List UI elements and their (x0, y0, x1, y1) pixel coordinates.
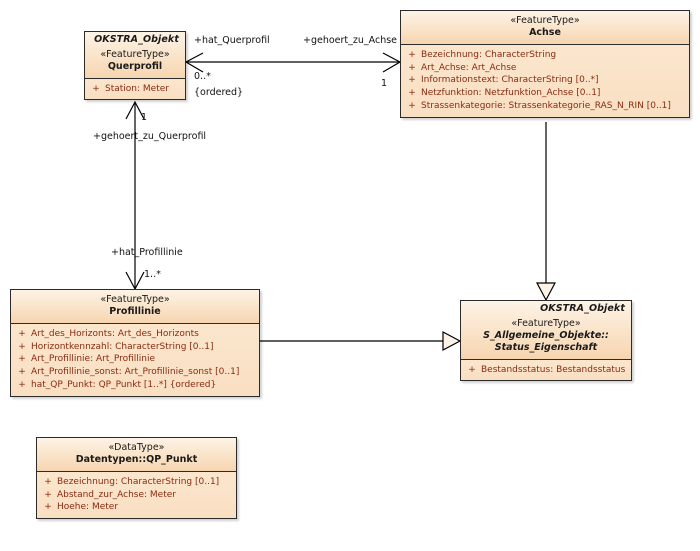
generalization-achse-status-eigenschaft (536, 122, 556, 302)
attribute-row: + Bestandsstatus: Bestandsstatus (463, 364, 629, 377)
compartment-divider (85, 77, 185, 79)
compartment-divider (461, 358, 631, 360)
attribute-row: + Strassenkategorie: Strassenkategorie_R… (403, 100, 687, 113)
attribute-row: + Bezeichnung: CharacterString [0..1] (39, 476, 234, 489)
attribute-visibility: + (44, 476, 52, 487)
attribute-visibility: + (408, 62, 416, 73)
attribute-text: Bestandsstatus: Bestandsstatus (481, 364, 626, 375)
generalization-profillinie-status-eigenschaft (260, 331, 462, 351)
attribute-row: + Horizontkennzahl: CharacterString [0..… (13, 341, 257, 354)
association-label-hat-profillinie: +hat_Profillinie (111, 247, 183, 258)
association-multiplicity-gehoert-zu-querprofil: 1 (141, 112, 148, 123)
class-name-status-eigenschaft: Status_Eigenschaft (494, 341, 598, 353)
attribute-visibility: + (92, 83, 100, 94)
class-stereotype-status-eigenschaft: «FeatureType» (511, 317, 581, 329)
class-attributes-qp-punkt: + Bezeichnung: CharacterString [0..1] + … (37, 471, 236, 519)
attribute-row: + Station: Meter (87, 83, 183, 96)
attribute-visibility: + (18, 379, 26, 390)
class-owner-status-eigenschaft: OKSTRA_Objekt (540, 303, 625, 314)
attribute-text: hat_QP_Punkt: QP_Punkt [1..*] {ordered} (31, 379, 217, 390)
compartment-divider (11, 322, 259, 324)
attribute-visibility: + (18, 328, 26, 339)
class-header-querprofil: OKSTRA_Objekt «FeatureType» Querprofil (85, 32, 185, 78)
attribute-row: + Bezeichnung: CharacterString (403, 49, 687, 62)
attribute-visibility: + (408, 75, 416, 86)
association-multiplicity-hat-querprofil: 0..* (194, 71, 211, 82)
class-header-achse: «FeatureType» Achse (401, 11, 689, 44)
attribute-visibility: + (44, 502, 52, 513)
class-name-qp-punkt: Datentypen::QP_Punkt (75, 453, 198, 465)
attribute-visibility: + (468, 364, 476, 375)
attribute-row: + Informationstext: CharacterString [0..… (403, 74, 687, 87)
class-name-profillinie: Profillinie (109, 305, 161, 317)
class-name-querprofil: Querprofil (107, 60, 163, 72)
association-label-gehoert-zu-querprofil: +gehoert_zu_Querprofil (93, 131, 207, 142)
attribute-text: Abstand_zur_Achse: Meter (57, 489, 176, 500)
attribute-visibility: + (18, 367, 26, 378)
class-attributes-status-eigenschaft: + Bestandsstatus: Bestandsstatus (461, 359, 631, 381)
attribute-row: + Art_des_Horizonts: Art_des_Horizonts (13, 328, 257, 341)
class-name-achse: Achse (529, 26, 561, 38)
class-stereotype-profillinie: «FeatureType» (100, 294, 170, 305)
attribute-row: + Hoehe: Meter (39, 501, 234, 514)
association-multiplicity-gehoert-zu-achse: 1 (381, 78, 388, 89)
class-attributes-querprofil: + Station: Meter (85, 78, 185, 100)
compartment-divider (37, 470, 236, 472)
class-attributes-achse: + Bezeichnung: CharacterString + Art_Ach… (401, 44, 689, 117)
attribute-visibility: + (408, 49, 416, 60)
attribute-visibility: + (44, 489, 52, 500)
class-stereotype-achse: «FeatureType» (510, 15, 580, 26)
class-box-profillinie[interactable]: «FeatureType» Profillinie + Art_des_Hori… (10, 289, 260, 397)
attribute-text: Art_Profillinie: Art_Profillinie (31, 354, 156, 365)
class-header-qp-punkt: «DataType» Datentypen::QP_Punkt (37, 438, 236, 471)
attribute-visibility: + (18, 354, 26, 365)
class-header-profillinie: «FeatureType» Profillinie (11, 290, 259, 323)
attribute-visibility: + (408, 100, 416, 111)
attribute-row: + Art_Profillinie_sonst: Art_Profillinie… (13, 366, 257, 379)
class-stereotype-qp-punkt: «DataType» (108, 442, 165, 453)
association-querprofil-achse (184, 52, 402, 73)
association-multiplicity-hat-profillinie: 1..* (144, 269, 161, 280)
class-box-querprofil[interactable]: OKSTRA_Objekt «FeatureType» Querprofil +… (84, 31, 186, 101)
class-attributes-profillinie: + Art_des_Horizonts: Art_des_Horizonts +… (11, 323, 259, 396)
attribute-text: Netzfunktion: Netzfunktion_Achse [0..1] (421, 88, 601, 99)
class-box-achse[interactable]: «FeatureType» Achse + Bezeichnung: Chara… (400, 10, 690, 118)
attribute-text: Informationstext: CharacterString [0..*] (421, 75, 599, 86)
association-constraint-ordered: {ordered} (194, 87, 244, 98)
class-header-status-eigenschaft: OKSTRA_Objekt «FeatureType» S_Allgemeine… (461, 301, 631, 359)
attribute-text: Art_Profillinie_sonst: Art_Profillinie_s… (31, 367, 240, 378)
attribute-visibility: + (408, 88, 416, 99)
attribute-row: + Art_Achse: Art_Achse (403, 62, 687, 75)
compartment-divider (401, 43, 689, 45)
association-label-hat-querprofil: +hat_Querprofil (194, 35, 270, 46)
attribute-text: Art_des_Horizonts: Art_des_Horizonts (31, 328, 199, 339)
class-namespace-status-eigenschaft: S_Allgemeine_Objekte:: (483, 329, 609, 341)
class-box-qp-punkt[interactable]: «DataType» Datentypen::QP_Punkt + Bezeic… (36, 437, 237, 520)
association-label-gehoert-zu-achse: +gehoert_zu_Achse (303, 35, 398, 46)
attribute-text: Bezeichnung: CharacterString [0..1] (57, 476, 220, 487)
attribute-visibility: + (18, 341, 26, 352)
attribute-text: Bezeichnung: CharacterString (421, 49, 557, 60)
class-owner-querprofil: OKSTRA_Objekt (94, 34, 179, 45)
attribute-row: + Art_Profillinie: Art_Profillinie (13, 353, 257, 366)
attribute-row: + Netzfunktion: Netzfunktion_Achse [0..1… (403, 87, 687, 100)
attribute-text: Horizontkennzahl: CharacterString [0..1] (31, 341, 214, 352)
attribute-row: + Abstand_zur_Achse: Meter (39, 489, 234, 502)
attribute-row: + hat_QP_Punkt: QP_Punkt [1..*] {ordered… (13, 379, 257, 392)
class-stereotype-querprofil: «FeatureType» (100, 48, 170, 60)
attribute-text: Strassenkategorie: Strassenkategorie_RAS… (421, 100, 671, 111)
attribute-text: Station: Meter (105, 83, 169, 94)
attribute-text: Art_Achse: Art_Achse (421, 62, 517, 73)
attribute-text: Hoehe: Meter (57, 502, 119, 513)
class-box-status-eigenschaft[interactable]: OKSTRA_Objekt «FeatureType» S_Allgemeine… (460, 300, 632, 382)
